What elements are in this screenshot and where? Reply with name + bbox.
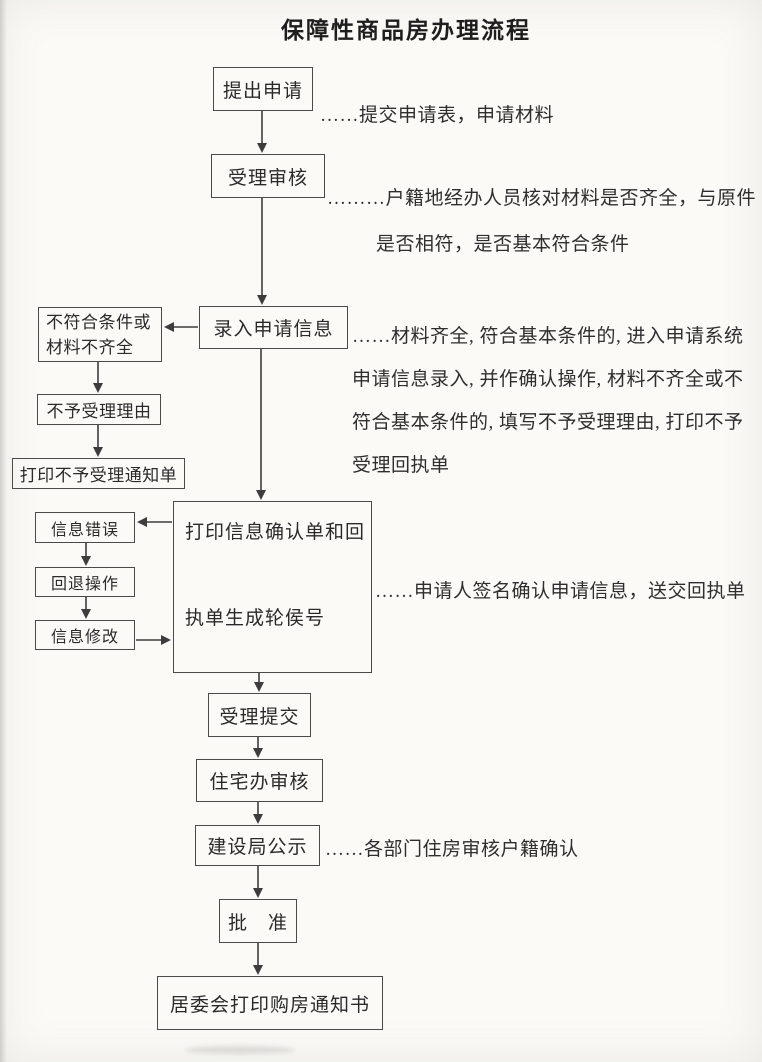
node-committee-print-purchase-notice: 居委会打印购房通知书 xyxy=(157,976,383,1030)
node-rejection-reason: 不予受理理由 xyxy=(37,394,161,425)
node-housing-office-review: 住宅办审核 xyxy=(196,759,323,802)
node-rollback-operation: 回退操作 xyxy=(35,567,135,597)
node-accept-submit: 受理提交 xyxy=(208,693,311,737)
node-print-confirmation-receipt: 打印信息确认单和回 执单生成轮侯号 xyxy=(173,501,372,673)
annotation-entry-line4: 受理回执单 xyxy=(352,455,450,476)
annotation-submit: ……提交申请表，申请材料 xyxy=(320,105,555,126)
annotation-entry-line1: ……材料齐全, 符合基本条件的, 进入申请系统 xyxy=(352,326,744,347)
node-info-modification: 信息修改 xyxy=(35,620,135,650)
annotation-entry: ……材料齐全, 符合基本条件的, 进入申请系统 申请信息录入, 并作确认操作, … xyxy=(352,315,744,487)
annotation-confirmation: ……申请人签名确认申请信息，送交回执单 xyxy=(375,581,746,602)
annotation-review-line1: ………户籍地经办人员核对材料是否齐全，与原件 xyxy=(327,188,757,209)
node-info-error: 信息错误 xyxy=(35,512,135,543)
scan-smudge xyxy=(185,1046,295,1054)
print-confirmation-line1: 打印信息确认单和回 xyxy=(185,522,366,543)
annotation-publicity: ……各部门住房审核户籍确认 xyxy=(325,839,579,860)
node-enter-application-info: 录入申请信息 xyxy=(199,306,348,349)
node-accept-review: 受理审核 xyxy=(211,154,325,198)
node-submit-application: 提出申请 xyxy=(213,67,313,111)
annotation-entry-line3: 符合基本条件的, 填写不予受理理由, 打印不予 xyxy=(352,412,744,433)
node-construction-bureau-publicity: 建设局公示 xyxy=(195,825,320,866)
print-confirmation-line2: 执单生成轮侯号 xyxy=(185,608,326,629)
annotation-entry-line2: 申请信息录入, 并作确认操作, 材料不齐全或不 xyxy=(352,369,744,390)
annotation-review-line2: 是否相符，是否基本符合条件 xyxy=(376,234,630,255)
node-not-meet-conditions: 不符合条件或材料不齐全 xyxy=(38,307,162,362)
node-print-rejection-notice: 打印不予受理通知单 xyxy=(12,458,185,489)
node-approval: 批 准 xyxy=(219,899,297,943)
page-title: 保障性商品房办理流程 xyxy=(281,18,531,43)
